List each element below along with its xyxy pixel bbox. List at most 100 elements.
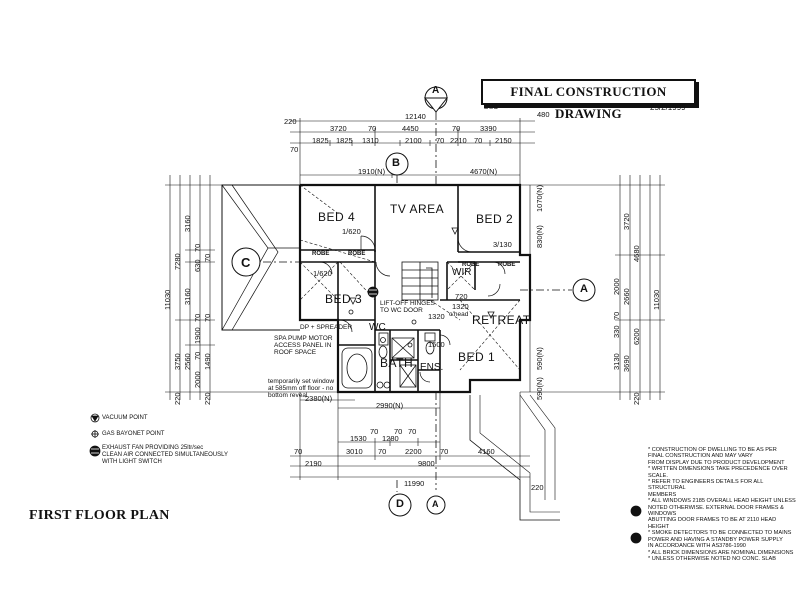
note-line: * SMOKE DETECTORS TO BE CONNECTED TO MAI… (648, 530, 792, 537)
section-cut-lines (263, 112, 572, 492)
dim-left-col3-3: 1900 (193, 327, 202, 344)
dim-bottom-row2-5: 4160 (478, 447, 495, 456)
room-label-bath: BATH (380, 356, 414, 370)
dim-top-row3-1: 1825 (312, 136, 329, 145)
marker-d-label: D (396, 498, 404, 510)
dim-right-inner-3: 590(N) (535, 377, 544, 400)
dim-1320-b: 1320 (452, 302, 469, 311)
dim-right-inner-0: 1070(N) (535, 184, 544, 212)
top-dimension-lines (290, 118, 535, 185)
dim-bottom-overall: 11990 (404, 479, 425, 488)
note-line: FROM DISPLAY DUE TO PRODUCT DEVELOPMENT (648, 459, 785, 466)
dim-top-row3-6: 2210 (450, 136, 467, 145)
room-label-bed3: BED 3 (325, 292, 363, 306)
dim-1500: 1500 (428, 340, 445, 349)
dim-right-col3-3: 330 (612, 325, 621, 338)
dim-left-col3-0: 70 (193, 243, 202, 252)
dim-top-row3-0: 70 (290, 145, 299, 154)
dim-left-col2-4: 220 (203, 392, 212, 405)
room-label-bed4: BED 4 (318, 210, 356, 224)
drawing-title: FINAL CONSTRUCTION DRAWING (510, 84, 667, 121)
dim-top-row2-4: 3390 (480, 124, 497, 133)
service-symbols (348, 227, 495, 343)
note-spa-pump: SPA PUMP MOTOR ACCESS PANEL IN ROOF SPAC… (274, 335, 333, 356)
dim-bottom-row3-1: 9800 (418, 459, 435, 468)
room-label-wir: WIR (452, 267, 472, 278)
dim-right-inner-2: 590(N) (535, 347, 544, 370)
interior-walls (300, 185, 520, 392)
note-line: * ALL WINDOWS 2185 OVERALL HEAD HEIGHT U… (648, 498, 796, 505)
dashed-lines (299, 184, 521, 371)
section-marker-a-bottom (426, 495, 446, 515)
dim-top-row3-4: 2100 (405, 136, 422, 145)
dim-bottom-row2-4: 70 (440, 447, 449, 456)
dim-720: 720 (455, 292, 468, 301)
dim-right-col2-2: 220 (632, 392, 641, 405)
legend-gas: GAS BAYONET POINT (102, 431, 165, 437)
dim-bottom-row2-2: 70 (378, 447, 387, 456)
note-line: * WRITTEN DIMENSIONS TAKE PRECEDENCE OVE… (648, 466, 788, 479)
dim-top-row2-2: 4450 (402, 124, 419, 133)
dim-right-col3-2: 3130 (612, 353, 621, 370)
dim-bottom-row3-0: 2190 (305, 459, 322, 468)
dim-3130: 3/130 (493, 240, 512, 249)
room-label-retreat: RETREAT (472, 313, 531, 327)
dim-1620-a: 1/620 (342, 227, 361, 236)
drawing-initials: DUC (484, 104, 499, 111)
dim-left-overall: 11030 (163, 289, 172, 310)
dim-b-left: 1910(N) (358, 167, 386, 176)
dim-right-col1-0: 3720 (622, 213, 631, 230)
dim-left-col2-2: 2560 (183, 353, 192, 370)
dim-top-row2-1: 70 (368, 124, 377, 133)
note-line: MEMBERS (648, 491, 677, 498)
legend-exhaust-3: WITH LIGHT SWITCH (102, 459, 162, 465)
note-ohead: o'head (449, 311, 469, 318)
legend-vacuum: VACUUM POINT (102, 415, 148, 421)
dim-left-col2-3: 2000 (193, 371, 202, 388)
dim-top-left-small: 220 (284, 117, 297, 126)
dim-right-col1-2: 3690 (622, 355, 631, 372)
marker-a-bottom-label: A (432, 499, 439, 509)
legend-exhaust-2: CLEAN AIR CONNECTED SIMULTANEOUSLY (102, 452, 229, 458)
drawing-date: 25/2/1999 (650, 103, 686, 112)
dim-bottom-row1-1: 70 (370, 427, 379, 436)
dim-right-col2-0: 4680 (632, 245, 641, 262)
dim-bottom-d1: 2990(N) (376, 401, 404, 410)
room-label-wc: WC (369, 322, 386, 333)
dim-left-col3-5: 1490 (203, 353, 212, 370)
dim-left-col1-2: 220 (173, 392, 182, 405)
dim-top-right-small: 480 (537, 110, 550, 119)
room-label-robe-3: ROBE (462, 262, 480, 268)
section-marker-d (388, 493, 412, 517)
room-label-tv-area: TV AREA (390, 202, 445, 216)
dim-1320-a: 1320 (428, 312, 445, 321)
note-line: FINAL CONSTRUCTION AND MAY VARY (648, 453, 753, 460)
construction-notes: * CONSTRUCTION OF DWELLING TO BE AS PER … (648, 447, 796, 562)
marker-c-label: C (241, 255, 251, 270)
room-label-robe-4: ROBE (498, 262, 516, 268)
note-line: * UNLESS OTHERWISE NOTED NO CONC. SLAB (648, 555, 776, 562)
dim-right-col3-1: 70 (612, 311, 621, 320)
plan-title: FIRST FLOOR PLAN (29, 508, 170, 523)
marker-b-label: B (392, 157, 400, 169)
dim-top-row2-0: 3720 (330, 124, 347, 133)
dim-left-col4-0: 70 (203, 253, 212, 262)
dim-top-row3-8: 2150 (495, 136, 512, 145)
dim-right-overall: 11030 (652, 289, 661, 310)
room-label-bed1: BED 1 (458, 350, 496, 364)
notes-exhaust-icon (630, 505, 642, 517)
section-marker-c (231, 247, 261, 277)
dim-b-right: 4670(N) (470, 167, 498, 176)
dim-bottom-row1-2: 1280 (382, 434, 399, 443)
note-line: POWER AND HAVING A STANDBY POWER SUPPLY (648, 536, 783, 543)
dim-bottom-row1-4: 70 (408, 427, 417, 436)
dim-bottom-row1-3: 70 (394, 427, 403, 436)
section-marker-b (385, 152, 409, 176)
bottom-dimension-lines (290, 392, 530, 480)
right-dimension-lines (520, 175, 665, 400)
door-swings (319, 235, 506, 383)
dim-bottom-row2-1: 3010 (346, 447, 363, 456)
dim-bottom-d2: 2380(N) (305, 394, 333, 403)
left-dimension-lines (165, 175, 338, 400)
